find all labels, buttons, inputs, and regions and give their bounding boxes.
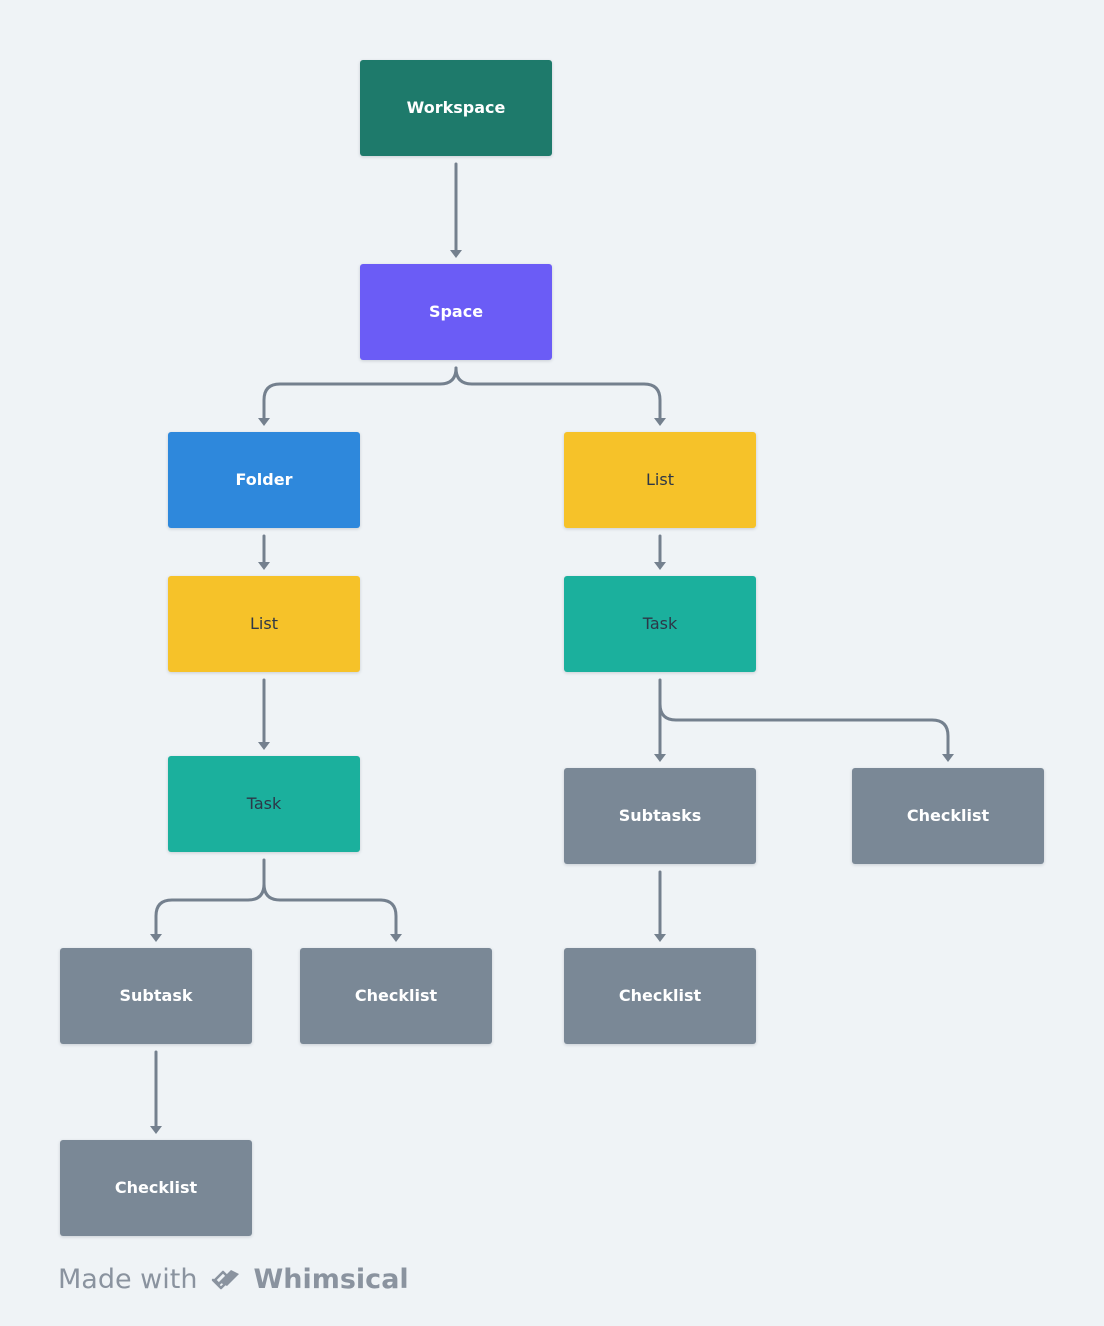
node-label: Checklist bbox=[354, 986, 438, 1005]
node-label: Task bbox=[642, 614, 678, 633]
node-label: Checklist bbox=[618, 986, 702, 1005]
made-with-whimsical-link[interactable]: Made with Whimsical bbox=[58, 1264, 409, 1295]
arrowhead bbox=[450, 250, 462, 258]
node-space[interactable]: Space bbox=[360, 264, 552, 360]
node-label: Subtask bbox=[119, 986, 193, 1005]
node-label: Folder bbox=[235, 470, 293, 489]
arrowhead bbox=[654, 934, 666, 942]
arrowhead bbox=[654, 418, 666, 426]
node-checklist-subtask-left[interactable]: Checklist bbox=[60, 1140, 252, 1236]
node-folder[interactable]: Folder bbox=[168, 432, 360, 528]
node-checklist-subtasks-right[interactable]: Checklist bbox=[564, 948, 756, 1044]
edge-task-checklist-left bbox=[262, 882, 398, 937]
node-checklist-task-right[interactable]: Checklist bbox=[852, 768, 1044, 864]
node-task-left[interactable]: Task bbox=[168, 756, 360, 852]
edge-task-checklist-right bbox=[658, 702, 950, 757]
node-label: Checklist bbox=[114, 1178, 198, 1197]
node-label: List bbox=[250, 614, 278, 633]
arrowhead bbox=[942, 754, 954, 762]
node-label: List bbox=[646, 470, 674, 489]
arrowhead bbox=[258, 562, 270, 570]
node-label: Workspace bbox=[406, 98, 506, 117]
node-subtask-left[interactable]: Subtask bbox=[60, 948, 252, 1044]
arrowhead bbox=[150, 1126, 162, 1134]
edge-space-folder bbox=[262, 366, 458, 421]
arrowhead bbox=[258, 418, 270, 426]
node-label: Checklist bbox=[906, 806, 990, 825]
edge-space-list-right bbox=[454, 366, 662, 421]
node-label: Task bbox=[246, 794, 282, 813]
node-label: Space bbox=[428, 302, 484, 321]
node-checklist-task-left[interactable]: Checklist bbox=[300, 948, 492, 1044]
node-label: Subtasks bbox=[618, 806, 702, 825]
arrowhead bbox=[150, 934, 162, 942]
whimsical-brand-text: Whimsical bbox=[253, 1264, 409, 1295]
node-list-left[interactable]: List bbox=[168, 576, 360, 672]
arrowhead bbox=[390, 934, 402, 942]
whimsical-logo-icon bbox=[212, 1269, 240, 1289]
arrowhead bbox=[654, 754, 666, 762]
node-workspace[interactable]: Workspace bbox=[360, 60, 552, 156]
node-subtasks-right[interactable]: Subtasks bbox=[564, 768, 756, 864]
arrowhead bbox=[654, 562, 666, 570]
node-list-right[interactable]: List bbox=[564, 432, 756, 528]
arrowhead bbox=[258, 742, 270, 750]
made-with-text: Made with bbox=[58, 1264, 198, 1295]
edge-task-subtask-left bbox=[154, 858, 266, 937]
node-task-right[interactable]: Task bbox=[564, 576, 756, 672]
